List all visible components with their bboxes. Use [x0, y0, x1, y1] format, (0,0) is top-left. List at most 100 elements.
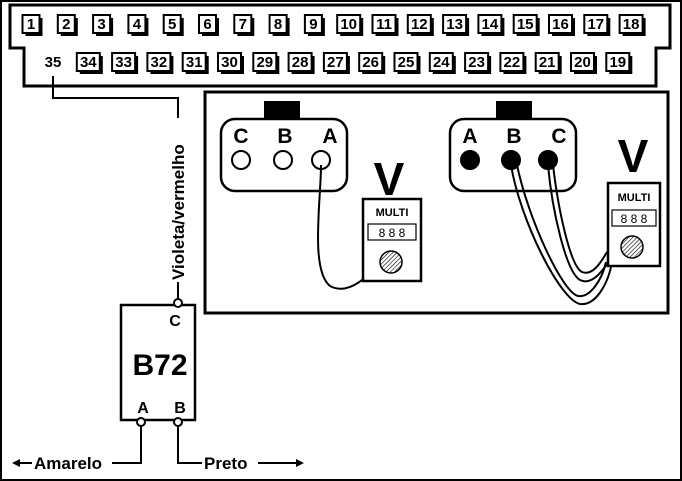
connector-pin-number: 5	[168, 16, 176, 33]
connector-pin: 31	[181, 52, 209, 74]
connector-pin: 3	[92, 14, 114, 36]
plug-left-pin-3-label: A	[322, 125, 337, 148]
sensor-pin-c-terminal	[173, 298, 183, 308]
connector-pin-number: 20	[574, 54, 591, 71]
connector-pin-box	[146, 52, 172, 72]
connector-pin-box	[442, 14, 468, 34]
connector-pin-number: 25	[398, 54, 415, 71]
connector-pin-number: 23	[468, 54, 485, 71]
wire-color-label: Violeta/vermelho	[169, 144, 188, 280]
plug-right-pin-3-label: C	[551, 125, 566, 148]
plug-left-pin-1	[231, 150, 251, 170]
sensor-name: B72	[132, 349, 187, 382]
sensor-pin-a-label: A	[137, 400, 149, 417]
left-arrow-icon	[12, 459, 20, 467]
connector-pin-box	[268, 14, 288, 34]
connector-pin: 29	[252, 52, 280, 74]
meter-right-brand: MULTI	[618, 192, 651, 204]
connector-pin-number: 34	[80, 54, 97, 71]
wire-black-label: Preto	[204, 454, 247, 473]
meter-left-brand: MULTI	[376, 207, 409, 219]
wire-yellow-label: Amarelo	[34, 454, 102, 473]
connector-pin-box	[548, 14, 573, 34]
connector-pin: 9	[303, 14, 325, 36]
connector-pin: 28	[287, 52, 315, 74]
connector-pin-box	[371, 14, 397, 34]
connector-pin-number: 35	[45, 54, 62, 71]
connector-pin: 13	[442, 14, 470, 36]
connector-pin: 34	[75, 52, 103, 74]
connector-pin-number: 15	[517, 16, 534, 33]
plug-left-pin-2-label: B	[277, 125, 292, 148]
connector-pin: 14	[477, 14, 505, 36]
connector-pin-number: 6	[203, 16, 211, 33]
connector-pin: 5	[162, 14, 184, 36]
connector-pin-box	[393, 52, 419, 72]
meter-left-readout: 8 8 8	[379, 226, 406, 240]
connector-pin-number: 7	[239, 16, 247, 33]
connector-pin-box	[534, 52, 560, 72]
connector-pin-number: 19	[609, 54, 626, 71]
connector-pin-box	[336, 14, 362, 34]
sensor-pin-b-terminal	[173, 417, 183, 427]
connector-pin-box	[162, 14, 182, 34]
connector-pin-number: 27	[327, 54, 344, 71]
connector-pin: 12	[406, 14, 434, 36]
connector-pin: 1	[21, 14, 43, 36]
meter-right-dial-icon	[620, 235, 644, 259]
connector-pin-number: 12	[411, 16, 428, 33]
connector-pin-box	[477, 14, 503, 34]
meter-left-dial-icon	[379, 250, 403, 274]
connector-pin-number: 4	[133, 16, 142, 33]
connector-pin-number: 31	[186, 54, 203, 71]
connector-pin-number: 14	[482, 16, 499, 33]
connector-pin-box	[217, 52, 242, 72]
connector-pin: 21	[534, 52, 562, 74]
connector-pin-box	[358, 52, 384, 72]
connector-pin-number: 21	[539, 54, 556, 71]
connector-pin: 24	[428, 52, 456, 74]
connector-pin-box	[21, 14, 41, 34]
connector-pin-number: 22	[504, 54, 521, 71]
plug-left-pin-2	[273, 150, 293, 170]
connector-pin-number: 17	[587, 16, 604, 33]
plug-left-pin-1-label: C	[233, 125, 248, 148]
connector-pin-box	[303, 14, 323, 34]
connector-pin-number: 13	[446, 16, 463, 33]
probe-lead-right-outer-2	[516, 164, 607, 298]
connector-pin: 16	[548, 14, 575, 36]
probe-lead-left	[317, 164, 381, 290]
connector-pin-number: 11	[376, 16, 392, 33]
connector-pin-number: 3	[97, 16, 105, 33]
connector-pin: 4	[127, 14, 149, 36]
connector-pin: 18	[618, 14, 646, 36]
meter-right-display	[611, 209, 657, 227]
wire-pin35-upper	[52, 76, 179, 118]
connector-pin: 20	[570, 52, 597, 74]
meter-right-mode: V	[618, 130, 649, 182]
meter-left-display	[367, 223, 417, 241]
connector-pin-number: 33	[115, 54, 132, 71]
connector-pin: 30	[217, 52, 244, 74]
connector-pin: 22	[499, 52, 527, 74]
connector-pin: 33	[111, 52, 139, 74]
connector-pin-box	[287, 52, 313, 72]
connector-pin-box	[181, 52, 207, 72]
wire-black	[177, 426, 202, 464]
connector-pin-number: 9	[309, 16, 317, 33]
sensor-pin-a-terminal	[136, 417, 146, 427]
connector-pin: 10	[336, 14, 364, 36]
connector-pin: 35	[45, 54, 62, 71]
connector-pin-box	[499, 52, 525, 72]
connector-pin-box	[583, 14, 609, 34]
connector-pin-number: 1	[27, 16, 35, 33]
connector-pin-box	[233, 14, 253, 34]
sensor-pin-c-label: C	[169, 313, 181, 330]
connector-pin-number: 29	[256, 54, 273, 71]
meter-right-readout: 8 8 8	[621, 212, 648, 226]
ecu-connector-outline	[8, 3, 672, 88]
connector-pin: 19	[605, 52, 633, 74]
